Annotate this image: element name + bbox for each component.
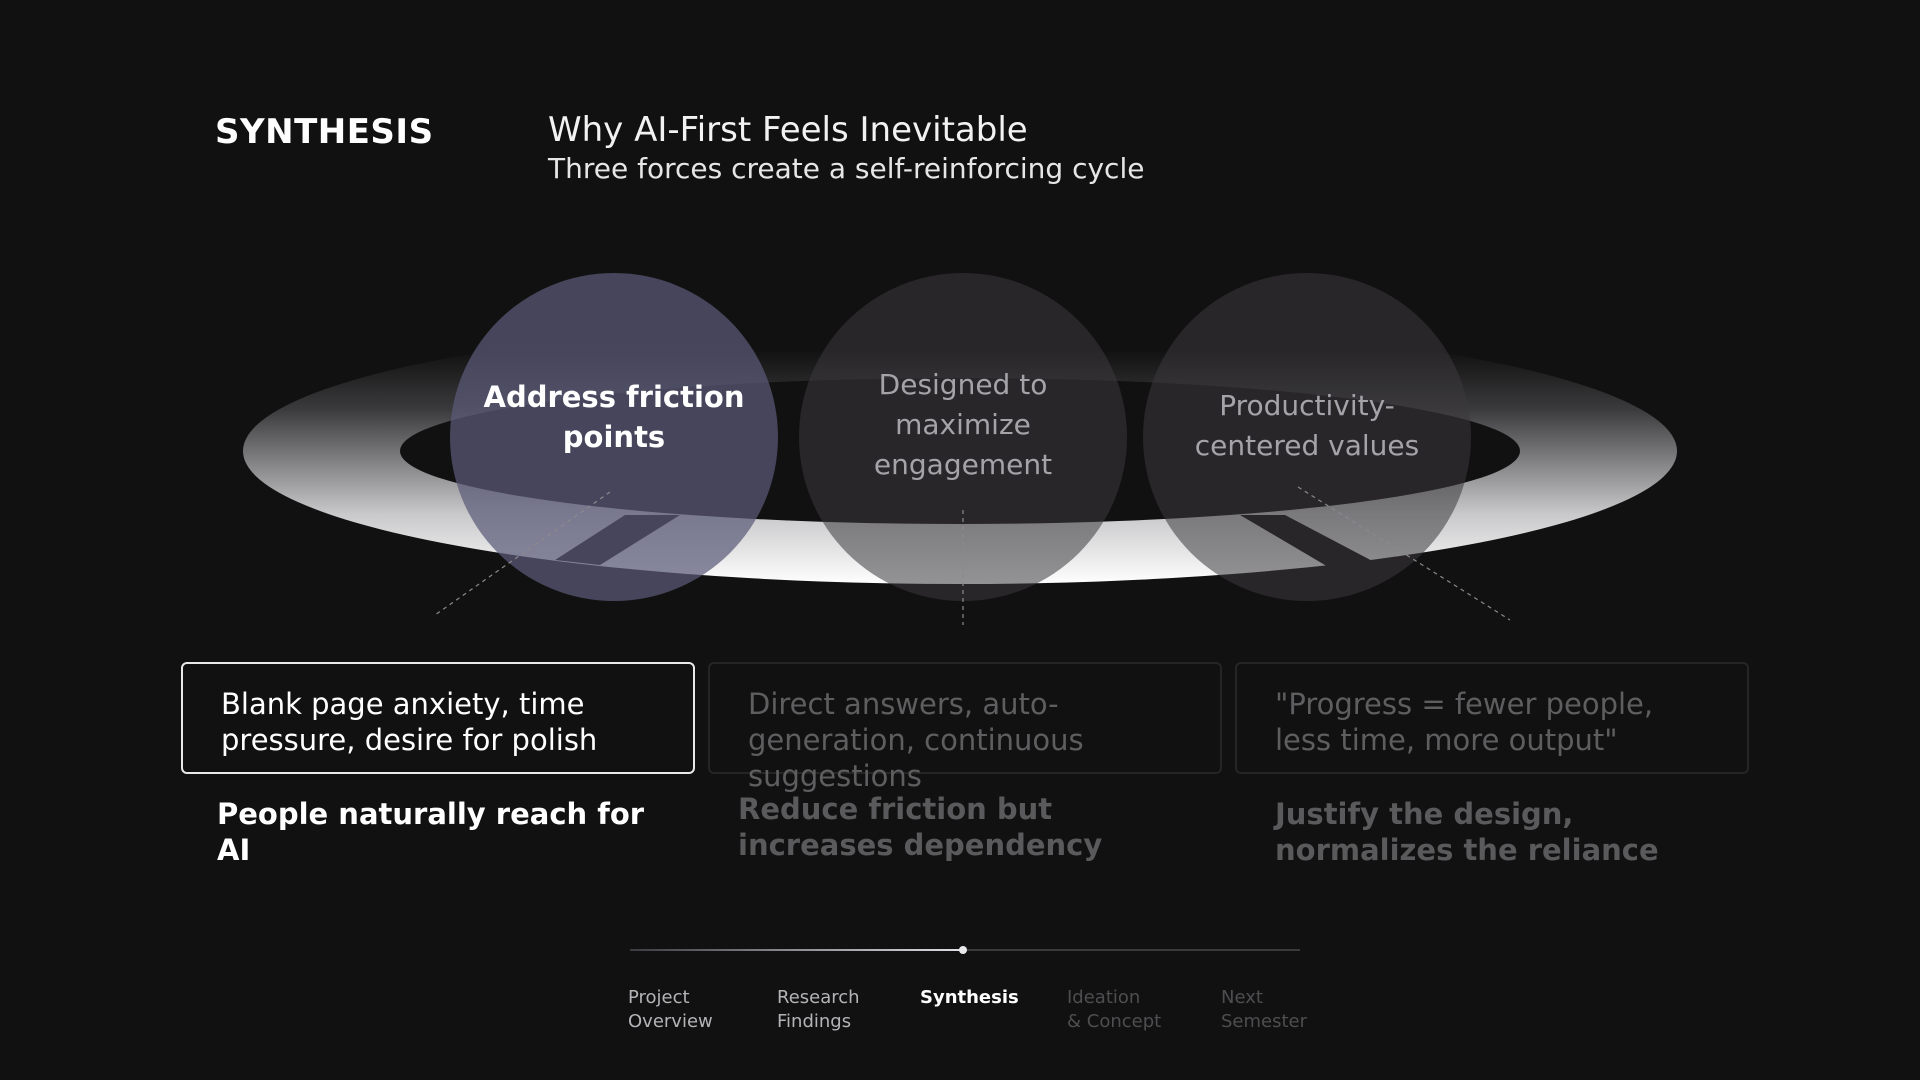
nav-item-line2: Overview bbox=[628, 1011, 713, 1032]
nav-progress-marker bbox=[959, 946, 967, 954]
page-subtitle: Three forces create a self-reinforcing c… bbox=[548, 152, 1145, 185]
nav-item-ideation-concept[interactable]: Ideation & Concept bbox=[1067, 986, 1197, 1034]
force-label-2: Designed to maximize engagement bbox=[873, 368, 1053, 481]
nav-item-line1: Synthesis bbox=[920, 987, 1019, 1008]
force-circle-1 bbox=[450, 273, 778, 601]
nav-item-line1: Next bbox=[1221, 987, 1263, 1008]
force-detail-card-3[interactable]: "Progress = fewer people, less time, mor… bbox=[1235, 662, 1749, 774]
force-label-1: Address friction points bbox=[483, 380, 745, 454]
force-detail-card-2[interactable]: Direct answers, auto-generation, continu… bbox=[708, 662, 1222, 793]
force-detail-card-1[interactable]: Blank page anxiety, time pressure, desir… bbox=[181, 662, 695, 774]
force-outcome-3: Justify the design, normalizes the relia… bbox=[1275, 797, 1659, 867]
nav-item-line1: Project bbox=[628, 987, 690, 1008]
nav-item-line2: Findings bbox=[777, 1011, 852, 1032]
nav-item-synthesis[interactable]: Synthesis bbox=[920, 986, 1050, 1010]
force-circle-3 bbox=[1143, 273, 1471, 601]
page-title: Why AI-First Feels Inevitable bbox=[548, 110, 1028, 150]
nav-item-line2: & Concept bbox=[1067, 1011, 1162, 1032]
force-label-3: Productivity-centered values bbox=[1194, 389, 1420, 462]
section-label: SYNTHESIS bbox=[215, 112, 434, 152]
nav-item-next-semester[interactable]: Next Semester bbox=[1221, 986, 1351, 1034]
force-circle-2 bbox=[799, 273, 1127, 601]
connector-3 bbox=[1297, 486, 1511, 621]
nav-item-line2: Semester bbox=[1221, 1011, 1308, 1032]
nav-item-line1: Ideation bbox=[1067, 987, 1141, 1008]
connector-1 bbox=[434, 491, 611, 616]
nav-item-line1: Research bbox=[777, 987, 860, 1008]
force-outcome-2: Reduce friction but increases dependency bbox=[738, 792, 1103, 862]
nav-item-research-findings[interactable]: Research Findings bbox=[777, 986, 907, 1034]
force-outcome-1: People naturally reach for AI bbox=[217, 797, 645, 867]
nav-item-project-overview[interactable]: Project Overview bbox=[628, 986, 758, 1034]
